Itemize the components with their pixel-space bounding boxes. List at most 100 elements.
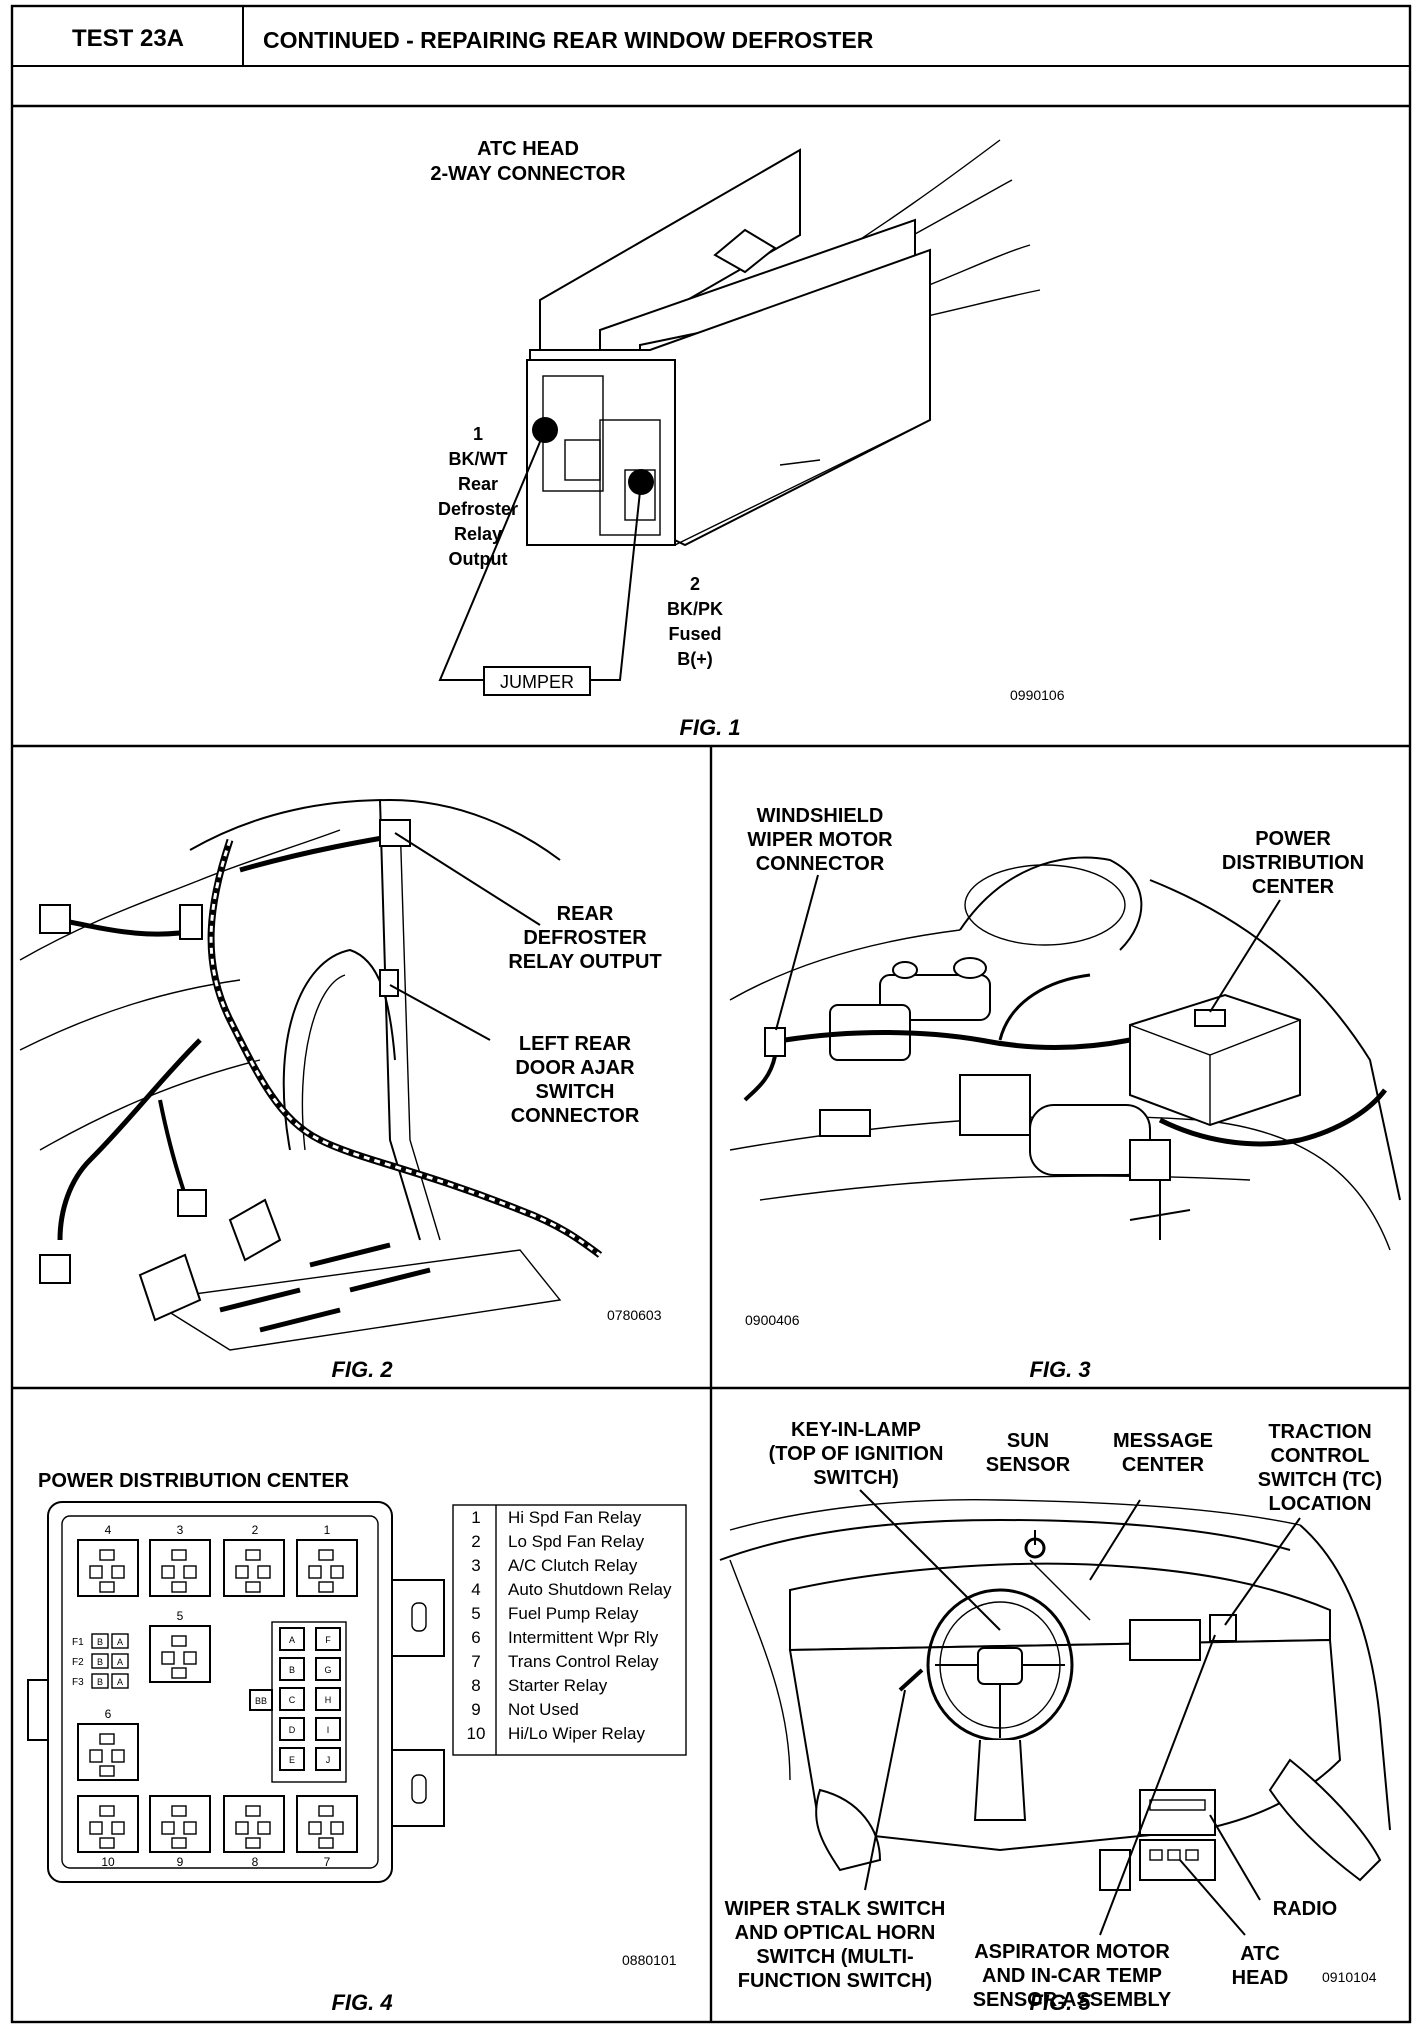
fuse-j-text: J [326, 1755, 331, 1765]
fuse-c [279, 1687, 305, 1711]
engine-harness-main [784, 1030, 1131, 1050]
atc-button-2 [1167, 1849, 1181, 1861]
relay-legend-name: Hi Spd Fan Relay [508, 1508, 642, 1527]
cavity-key-left [564, 439, 601, 481]
fig2-code: 0780603 [607, 1307, 662, 1323]
harness-main-wrap [209, 839, 601, 1257]
fuse-i [315, 1717, 341, 1741]
fuse-c-text: C [289, 1695, 296, 1705]
fig2-rear-interior-harness: REAR DEFROSTER RELAY OUTPUT LEFT REAR DO… [19, 798, 662, 1382]
relay-slot-8 [223, 1795, 285, 1853]
leader-relay-output [394, 832, 541, 926]
fig2-caption: FIG. 2 [331, 1357, 393, 1382]
fuse-bb-text: BB [255, 1696, 267, 1706]
fig2-label2-line3: SWITCH [536, 1081, 615, 1103]
aspirator-line1: ASPIRATOR MOTOR [974, 1941, 1170, 1963]
pin2-desc-1: Fused [668, 624, 721, 644]
relay-slot-4 [77, 1539, 139, 1597]
door-ajar-switch-connector [379, 969, 399, 997]
aspirator-line2: AND IN-CAR TEMP [982, 1965, 1162, 1987]
relay-legend-table [452, 1504, 687, 1756]
relay-slot-10 [77, 1795, 139, 1853]
fuse-h-text: H [325, 1695, 332, 1705]
relay-legend-name: A/C Clutch Relay [508, 1556, 638, 1575]
a-pillar-left [729, 1559, 791, 1781]
fig4-power-distribution-center: POWER DISTRIBUTION CENTER 4 3 2 1 F1 F2 … [27, 1470, 687, 2015]
fuse-f3-b-text: B [97, 1677, 103, 1687]
wiper-motor-connector [764, 1027, 786, 1057]
fuse-bb [249, 1689, 273, 1711]
fender-line-left [729, 929, 961, 1001]
strut-tower-cap [964, 864, 1126, 946]
relay-legend-number: 4 [471, 1580, 480, 1599]
fuse-b-text: B [289, 1665, 295, 1675]
wiper-connector-lead [743, 1055, 777, 1102]
leader-traction [1224, 1517, 1301, 1626]
leader-wiper-connector [775, 874, 819, 1031]
fuse-f2-a [111, 1653, 129, 1669]
fig4-caption: FIG. 4 [331, 1990, 392, 2015]
pin1-desc-1: Rear [458, 474, 498, 494]
traction-line1: TRACTION [1268, 1421, 1371, 1443]
fuse-f2-b-text: B [97, 1657, 103, 1667]
fig2-label1-line3: RELAY OUTPUT [508, 951, 661, 973]
harness-to-relay [239, 832, 401, 873]
leader-atc-head [1179, 1859, 1246, 1936]
fig3-label1-line3: CONNECTOR [756, 853, 885, 875]
jumper-wire-left [438, 429, 546, 681]
fuse-a [279, 1627, 305, 1651]
fuse-h [315, 1687, 341, 1711]
connector-front-face [526, 359, 676, 546]
pin1-number: 1 [473, 424, 483, 444]
mounting-tab-lower [391, 1749, 445, 1827]
atc-button-3 [1185, 1849, 1199, 1861]
pdc-box [1129, 993, 1301, 1127]
page-title: CONTINUED - REPAIRING REAR WINDOW DEFROS… [263, 27, 874, 53]
connector-latch [713, 228, 777, 274]
mounting-tab-upper-hole [411, 1602, 427, 1632]
relay-legend-number: 6 [471, 1628, 480, 1647]
upper-body-line [19, 829, 341, 961]
relay-legend-name: Fuel Pump Relay [508, 1604, 639, 1623]
traction-line3: SWITCH (TC) [1258, 1469, 1382, 1491]
fig2-label1-line1: REAR [557, 903, 614, 925]
pin1-desc-2: Defroster [438, 499, 518, 519]
fuse-f3-a-text: A [117, 1677, 123, 1687]
harness-branch-down [57, 1038, 202, 1241]
fuse-label-f1: F1 [72, 1637, 84, 1648]
relay-legend-name: Not Used [508, 1700, 579, 1719]
connector-upper [179, 904, 203, 940]
fuse-g [315, 1657, 341, 1681]
leader-key-lamp [859, 1489, 1001, 1631]
fuse-g-text: G [324, 1665, 331, 1675]
lower-rail [759, 1175, 1251, 1201]
dash-body [788, 1638, 1342, 1852]
leader-door-ajar [389, 984, 491, 1041]
relay-legend-number: 3 [471, 1556, 480, 1575]
relay-slot-5 [149, 1625, 211, 1683]
fig3-engine-compartment: WINDSHIELD WIPER MOTOR CONNECTOR POWER D… [729, 805, 1401, 1382]
connector-bottom-left [39, 1254, 71, 1284]
pdc-housing-inner [61, 1515, 379, 1869]
jumper-wire-right [590, 481, 642, 681]
relay-legend-number: 9 [471, 1700, 480, 1719]
a-pillar-right [1299, 1524, 1391, 1831]
radio-unit [1139, 1789, 1216, 1836]
relay-num-2: 2 [252, 1523, 259, 1537]
reservoir-cap [953, 957, 987, 979]
wheel-house-inner [301, 974, 346, 1151]
fuse-d-text: D [289, 1725, 296, 1735]
message-center-line1: MESSAGE [1113, 1430, 1213, 1452]
b-pillar-rear [399, 819, 441, 1241]
connector-left [39, 904, 71, 934]
relay-legend-name: Lo Spd Fan Relay [508, 1532, 645, 1551]
relay-legend-name: Starter Relay [508, 1676, 608, 1695]
fuse-f1-b [91, 1633, 109, 1649]
dash-top [789, 1562, 1331, 1652]
relay-legend-name: Trans Control Relay [508, 1652, 659, 1671]
fuse-f1-a-text: A [117, 1637, 123, 1647]
fig3-label2-line3: CENTER [1252, 876, 1335, 898]
starter-solenoid [1129, 1139, 1171, 1181]
relay-legend-number: 7 [471, 1652, 480, 1671]
